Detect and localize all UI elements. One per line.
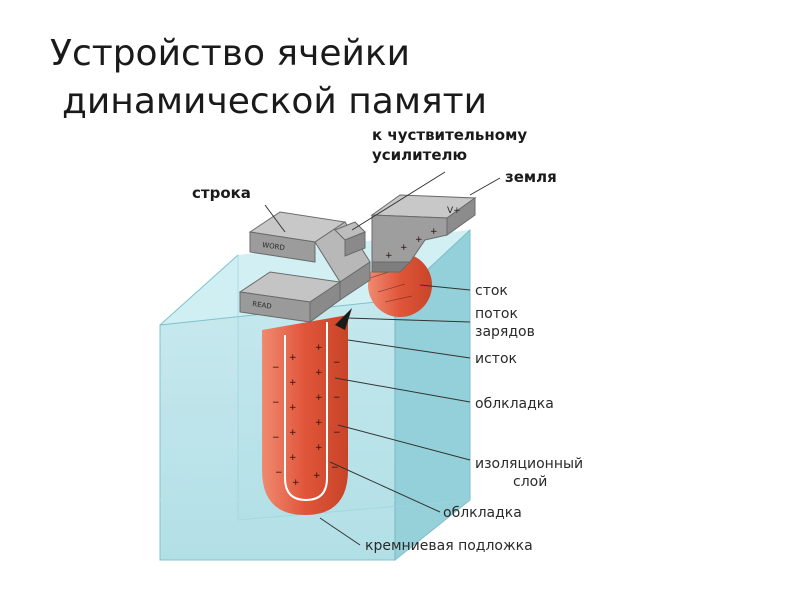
page-title: Устройство ячейки динамической памяти (50, 30, 487, 126)
svg-text:+: + (315, 443, 323, 453)
svg-text:−: − (333, 428, 341, 438)
svg-text:+: + (315, 418, 323, 428)
label-insulator-1: изоляционный (475, 456, 583, 472)
svg-text:−: − (275, 468, 283, 478)
svg-text:+: + (289, 378, 297, 388)
label-substrate: кремниевая подложка (365, 538, 533, 554)
word-line-gate: WORD READ (238, 211, 371, 323)
svg-text:+: + (400, 243, 408, 253)
capacitor-trench: + + + + + + + + + + + + − − − − − − − − (262, 315, 348, 515)
svg-text:−: − (272, 363, 280, 373)
title-line-2: динамической памяти (62, 81, 488, 122)
label-drain: сток (475, 283, 508, 299)
svg-text:+: + (289, 453, 297, 463)
label-insulator-2: слой (513, 474, 547, 490)
svg-text:−: − (272, 398, 280, 408)
svg-text:+: + (385, 251, 393, 261)
svg-text:+: + (430, 227, 438, 237)
svg-text:−: − (333, 358, 341, 368)
leader-lines (264, 171, 501, 546)
label-row: строка (192, 184, 251, 202)
label-charge-flow-1: поток (475, 306, 518, 322)
svg-text:+: + (315, 393, 323, 403)
title-line-1: Устройство ячейки (50, 33, 411, 74)
label-plate-top: облкладка (475, 396, 554, 412)
svg-text:+: + (313, 471, 321, 481)
label-plate-bottom: облкладка (443, 505, 522, 521)
svg-text:+: + (292, 478, 300, 488)
svg-text:+: + (315, 343, 323, 353)
label-sense-amp-2: усилителю (372, 146, 467, 164)
charge-flow-marker (335, 308, 352, 330)
vplus-mark: V+ (447, 206, 461, 216)
svg-text:+: + (289, 353, 297, 363)
ground-line: V+ + + + + (370, 194, 477, 273)
word-mark: WORD (262, 241, 286, 252)
svg-text:+: + (315, 368, 323, 378)
svg-text:+: + (289, 428, 297, 438)
svg-text:+: + (415, 235, 423, 245)
label-source: исток (475, 351, 517, 367)
label-sense-amp-1: к чуствительному (372, 126, 527, 144)
svg-text:−: − (333, 393, 341, 403)
read-mark: READ (252, 300, 272, 311)
label-ground: земля (505, 168, 557, 186)
svg-text:+: + (289, 403, 297, 413)
svg-text:−: − (331, 463, 339, 473)
svg-text:−: − (272, 433, 280, 443)
label-charge-flow-2: зарядов (475, 324, 535, 340)
